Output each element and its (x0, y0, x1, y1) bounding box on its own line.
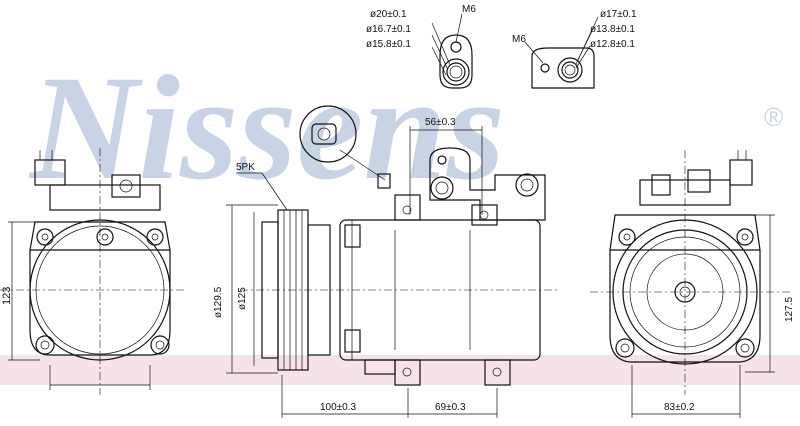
left-port-detail (431, 13, 473, 89)
mount-width-dim: 83±0.2 (664, 402, 695, 413)
port-left-top-dim: ø20±0.1 (370, 9, 407, 20)
port-left-thread: M6 (462, 4, 476, 15)
right-port-detail (524, 16, 599, 89)
center-side-view (240, 105, 560, 386)
brand-watermark: Nissens (28, 45, 505, 211)
pulley-dim: ø125 (237, 287, 248, 310)
port-right-bottom-dim: ø12.8±0.1 (590, 39, 635, 50)
port-right-thread: M6 (512, 34, 526, 45)
port-left-bottom-dim: ø15.8±0.1 (366, 39, 411, 50)
length-dim: 100±0.3 (320, 402, 357, 413)
left-end-view: 123 (0, 148, 185, 395)
registered-mark: ® (764, 102, 783, 132)
port-right-mid-dim: ø13.8±0.1 (590, 24, 635, 35)
mount-spacing-dim: 69±0.3 (435, 402, 466, 413)
port-left-mid-dim: ø16.7±0.1 (366, 24, 411, 35)
dim-height-left: 123 (1, 287, 13, 305)
port-spacing-dim: 56±0.3 (425, 117, 456, 128)
port-right-top-dim: ø17±0.1 (600, 9, 637, 20)
belt-profile-label: 5PK (236, 162, 255, 173)
dim-height-right: 127.5 (784, 297, 795, 322)
right-front-view: 127.5 83±0.2 (590, 150, 795, 418)
pulley-outer-dim: ø129.5 (213, 286, 224, 318)
